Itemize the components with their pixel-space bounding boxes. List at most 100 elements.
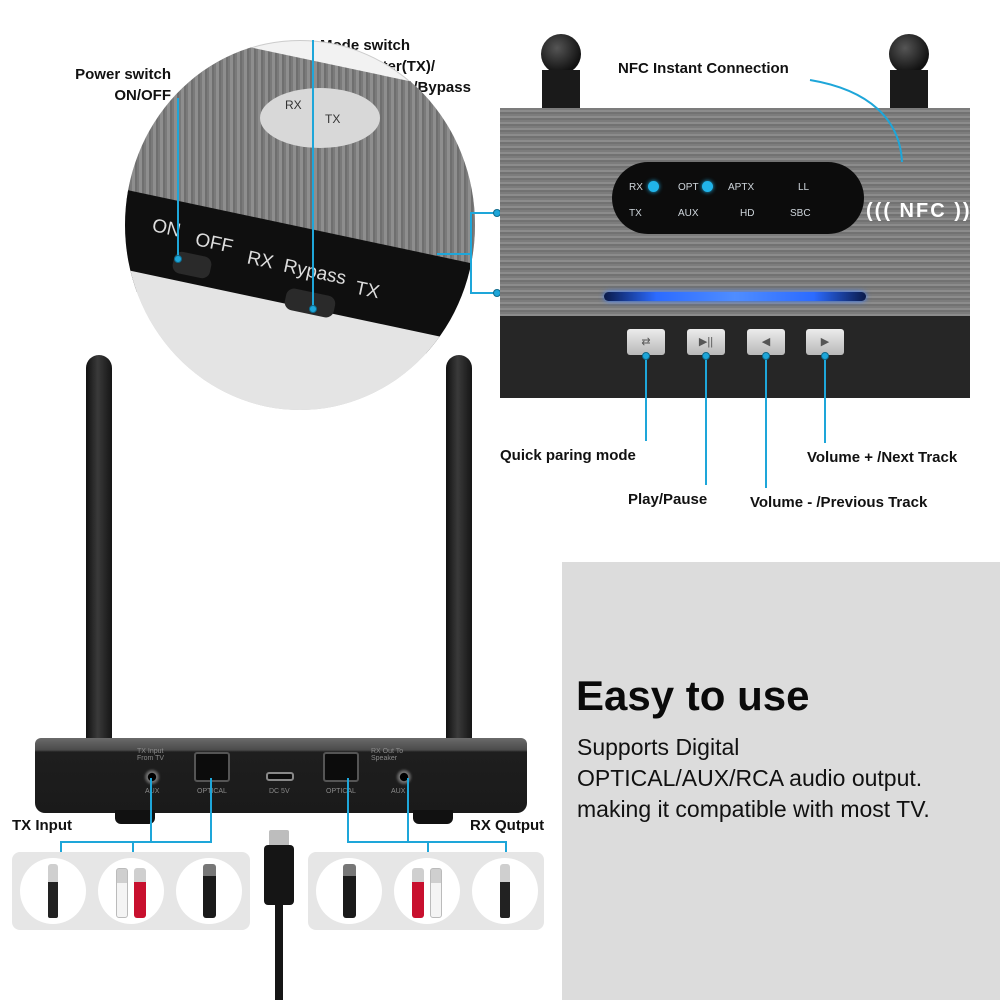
- bracket-bottom-arm: [470, 292, 496, 294]
- usb-power-cable: [264, 845, 294, 905]
- device-body: TX Input From TV AUX OPTICAL DC 5V OPTIC…: [35, 738, 527, 824]
- antenna-right-top: [889, 34, 929, 74]
- tx-optical-cable: [176, 858, 242, 924]
- play-callout-dot: [702, 352, 710, 360]
- dc-text: DC 5V: [269, 788, 290, 795]
- volume-down-label: Volume - /Previous Track: [750, 494, 928, 511]
- dial-rx-text: RX: [285, 98, 302, 112]
- info-line-3: making it compatible with most TV.: [577, 796, 930, 822]
- bracket-horizontal: [437, 253, 471, 255]
- optical-out-port: [323, 752, 359, 782]
- power-callout-line: [177, 98, 179, 258]
- volume-up-label: Volume + /Next Track: [807, 449, 958, 466]
- display-ll: LL: [798, 182, 810, 193]
- optical-plug-icon: [343, 864, 356, 918]
- rca-red-plug-icon: [412, 868, 424, 918]
- tx-cable-tray: [12, 852, 250, 930]
- antenna-left: [86, 355, 112, 755]
- display-aptx: APTX: [728, 182, 755, 193]
- tx-rca-cable: [98, 858, 164, 924]
- tx-input-label: TX Input: [12, 817, 72, 834]
- display-hd: HD: [740, 208, 755, 219]
- tx-drop-2: [132, 841, 134, 859]
- switch-zoom-view: RX TX ON OFF RX Rypass TX: [125, 40, 475, 410]
- aux-right-text: AUX: [391, 788, 406, 795]
- aux-plug-icon: [500, 864, 510, 918]
- info-line-1: Supports Digital: [577, 734, 740, 760]
- rx-bracket-left: [347, 778, 349, 842]
- optical-plug-icon: [203, 864, 216, 918]
- usb-plug-tip-icon: [269, 830, 289, 848]
- antenna-right: [446, 355, 472, 755]
- power-callout-dot: [174, 255, 182, 263]
- optical-in-port: [194, 752, 230, 782]
- quick-pair-button[interactable]: ⇄: [627, 329, 665, 355]
- display-tx: TX: [629, 208, 642, 219]
- display-opt: OPT: [678, 182, 699, 193]
- antenna-left-base: [542, 70, 580, 108]
- mode-dial: [260, 88, 380, 148]
- vol-down-callout-line: [765, 355, 767, 488]
- rx-optical-cable: [316, 858, 382, 924]
- rx-output-label: RX Qutput: [470, 817, 545, 834]
- rx-bracket-right: [407, 778, 409, 842]
- rx-led: [648, 181, 659, 192]
- vol-down-callout-dot: [762, 352, 770, 360]
- volume-up-button[interactable]: ▶: [806, 329, 844, 355]
- device-foot-left: [115, 810, 155, 824]
- mode-callout-dot: [309, 305, 317, 313]
- vol-up-callout-line: [824, 355, 826, 443]
- info-box: Easy to use Supports Digital OPTICAL/AUX…: [562, 562, 1000, 1000]
- tx-bracket-right: [210, 778, 212, 842]
- usb-cable-wire: [275, 905, 283, 1000]
- rx-rca-cable: [394, 858, 460, 924]
- status-display: RX OPT APTX LL TX AUX HD SBC: [612, 162, 864, 234]
- rca-white-plug-icon: [116, 868, 128, 918]
- play-callout-line: [705, 355, 707, 485]
- rx-drop-1: [427, 841, 429, 859]
- aux-out-port: [395, 768, 413, 786]
- nfc-instant-label: NFC Instant Connection: [618, 60, 789, 77]
- bracket-top-arm: [470, 212, 496, 214]
- device-front-panel: [500, 316, 970, 398]
- tx-bracket-left: [150, 778, 152, 842]
- antenna-right-base: [890, 70, 928, 108]
- aux-plug-icon: [48, 864, 58, 918]
- info-title: Easy to use: [576, 672, 810, 719]
- antenna-left-top: [541, 34, 581, 74]
- rx-aux-cable: [472, 858, 538, 924]
- dc-power-port: [266, 772, 294, 781]
- device-foot-right: [413, 810, 453, 824]
- tx-input-from-tv-text: TX Input From TV: [137, 748, 165, 762]
- play-pause-label: Play/Pause: [628, 491, 708, 508]
- display-sbc: SBC: [790, 208, 811, 219]
- bracket-vertical: [470, 212, 472, 294]
- rca-white-plug-icon: [430, 868, 442, 918]
- dial-tx-text: TX: [325, 112, 341, 126]
- pair-callout-dot: [642, 352, 650, 360]
- rx-out-to-speaker-text: RX Out To Speaker: [371, 748, 404, 762]
- volume-down-button[interactable]: ◀: [747, 329, 785, 355]
- blue-light-bar: [604, 292, 866, 301]
- optical-right-text: OPTICAL: [326, 788, 356, 795]
- mode-callout-line: [312, 40, 314, 308]
- tx-aux-cable: [20, 858, 86, 924]
- pair-callout-line: [645, 355, 647, 441]
- tx-drop-1: [60, 841, 62, 859]
- rx-drop-2: [505, 841, 507, 859]
- vol-up-callout-dot: [821, 352, 829, 360]
- info-body: Supports Digital OPTICAL/AUX/RCA audio o…: [577, 732, 930, 825]
- nfc-badge: ((( NFC ))): [866, 200, 981, 222]
- aux-left-text: AUX: [145, 788, 160, 795]
- nfc-callout-curve: [809, 79, 903, 163]
- info-line-2: OPTICAL/AUX/RCA audio output.: [577, 765, 923, 791]
- display-aux: AUX: [678, 208, 699, 219]
- zoom-tx-text: TX: [353, 277, 382, 304]
- display-rx: RX: [629, 182, 643, 193]
- play-pause-button[interactable]: ▶||: [687, 329, 725, 355]
- tx-bracket-horizontal: [60, 841, 212, 843]
- opt-led: [702, 181, 713, 192]
- rx-cable-tray: [308, 852, 544, 930]
- quick-pairing-label: Quick paring mode: [500, 447, 636, 464]
- aux-in-port: [143, 768, 161, 786]
